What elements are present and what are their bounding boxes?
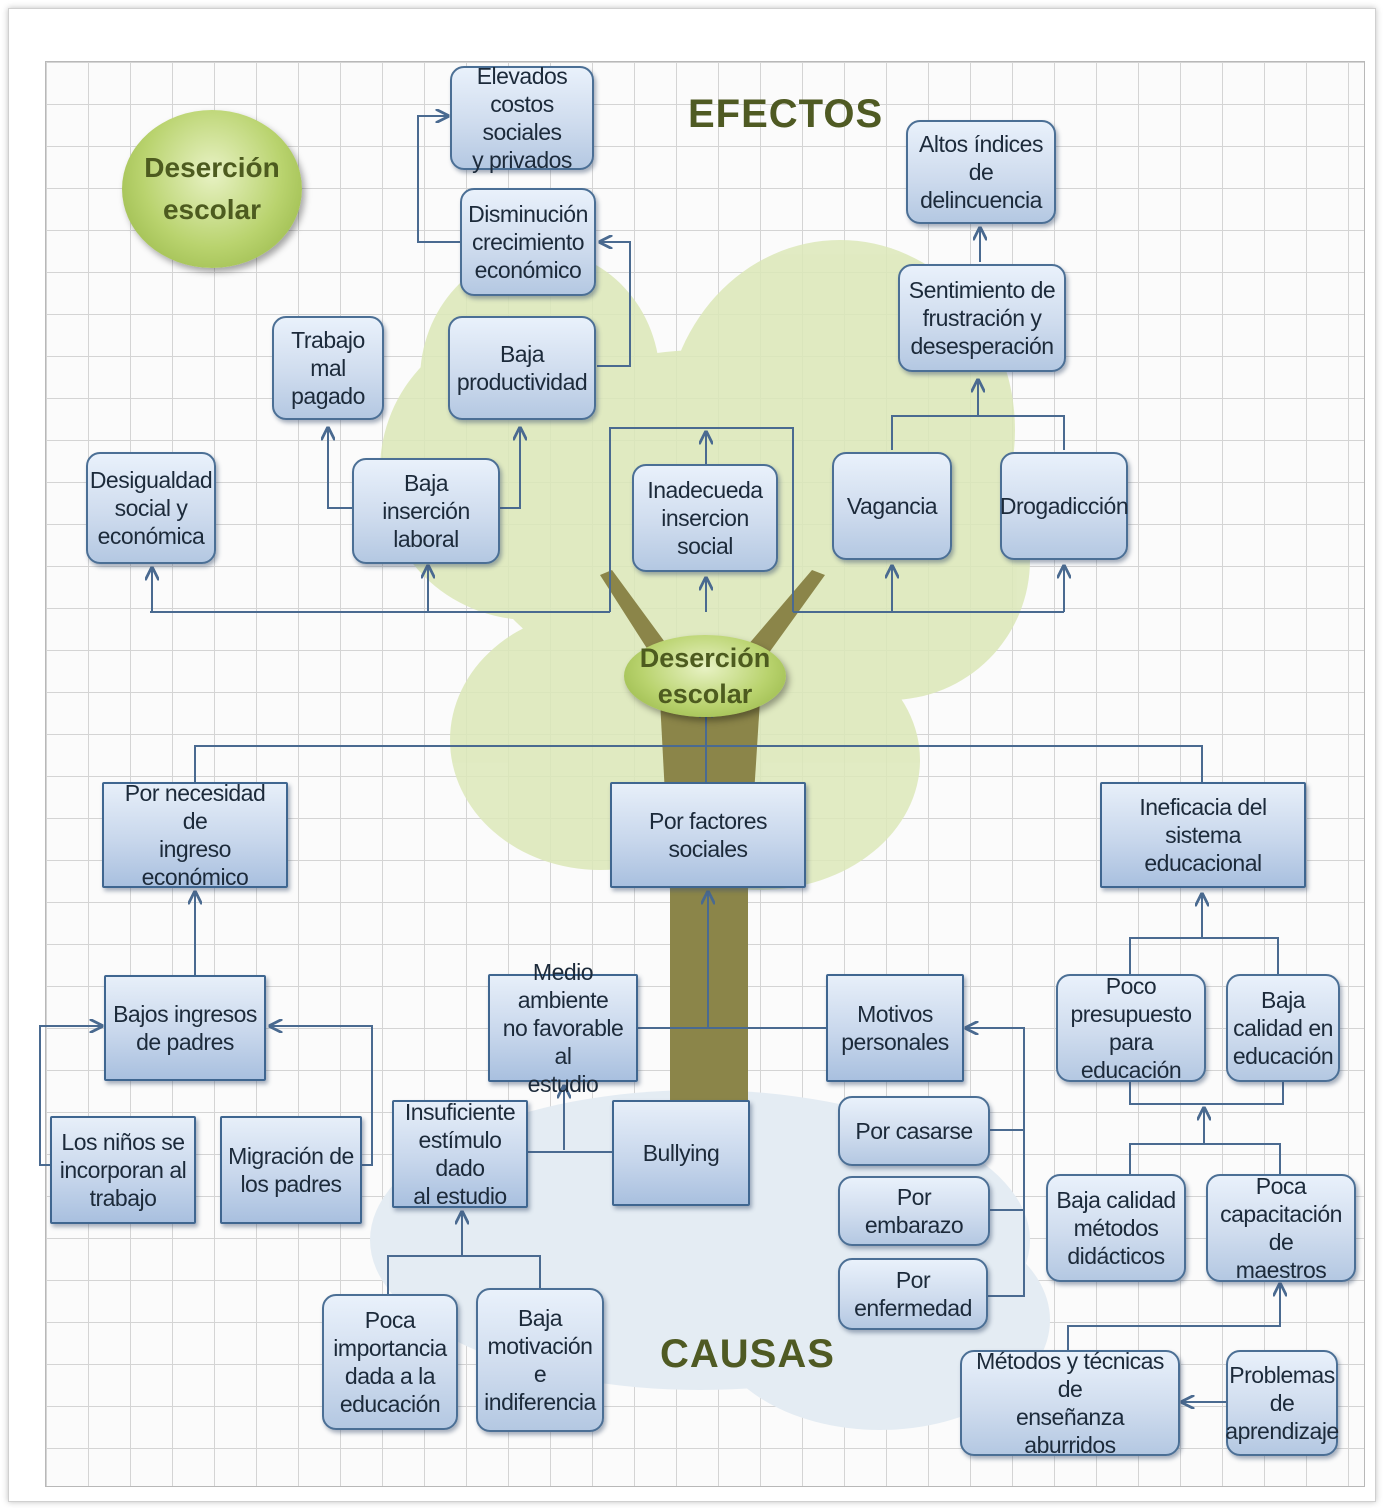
effect-social-insertion: Inadecueda insercion social (632, 464, 778, 572)
badge-deserction: Deserción escolar (122, 110, 302, 268)
cause-personal: Motivos personales (826, 974, 964, 1082)
cause-system: Ineficacia del sistema educacional (1100, 782, 1306, 888)
cause-economic: Por necesidad de ingreso económico (102, 780, 288, 890)
effect-high-costs: Elevados costos sociales y privados (450, 63, 594, 173)
cause-child-work: Los niños se incorporan al trabajo (50, 1116, 196, 1224)
effect-drugs: Drogadicción (1000, 452, 1129, 560)
cause-motivation: Baja motivación e indiferencia (476, 1288, 604, 1432)
cause-marriage: Por casarse (838, 1096, 990, 1166)
center-deserction: Deserción escolar (624, 635, 786, 717)
cause-migration: Migración de los padres (220, 1116, 362, 1224)
cause-quality: Baja calidad en educación (1226, 974, 1340, 1082)
effect-inequality: Desigualdad social y económica (86, 452, 216, 564)
cause-low-income: Bajos ingresos de padres (104, 975, 266, 1081)
effect-growth: Disminución crecimiento económico (460, 188, 596, 296)
effect-productivity: Baja productividad (448, 316, 596, 420)
causes-title: CAUSAS (660, 1332, 835, 1376)
cause-training: Poca capacitación de maestros (1206, 1173, 1356, 1283)
cause-importance: Poca importancia dada a la educación (322, 1294, 458, 1430)
effect-crime: Altos índices de delincuencia (906, 120, 1056, 224)
cause-stimulus: Insuficiente estímulo dado al estudio (392, 1099, 528, 1209)
cause-illness: Por enfermedad (838, 1258, 988, 1330)
effect-idleness: Vagancia (832, 452, 952, 560)
effect-insertion: Baja inserción laboral (352, 458, 500, 564)
cause-bullying: Bullying (612, 1100, 750, 1206)
cause-environment: Medio ambiente no favorable al estudio (488, 959, 638, 1097)
effects-title: EFECTOS (688, 92, 884, 136)
cause-boring: Métodos y técnicas de enseñanza aburrido… (960, 1348, 1180, 1458)
cause-pregnancy: Por embarazo (838, 1176, 990, 1246)
effect-bad-job: Trabajo mal pagado (272, 316, 384, 420)
cause-methods: Baja calidad métodos didácticos (1046, 1174, 1186, 1282)
cause-budget: Poco presupuesto para educación (1056, 973, 1206, 1083)
cause-social: Por factores sociales (610, 782, 806, 888)
cause-learning: Problemas de aprendizaje (1225, 1350, 1339, 1456)
effect-frustration: Sentimiento de frustración y desesperaci… (898, 264, 1066, 372)
